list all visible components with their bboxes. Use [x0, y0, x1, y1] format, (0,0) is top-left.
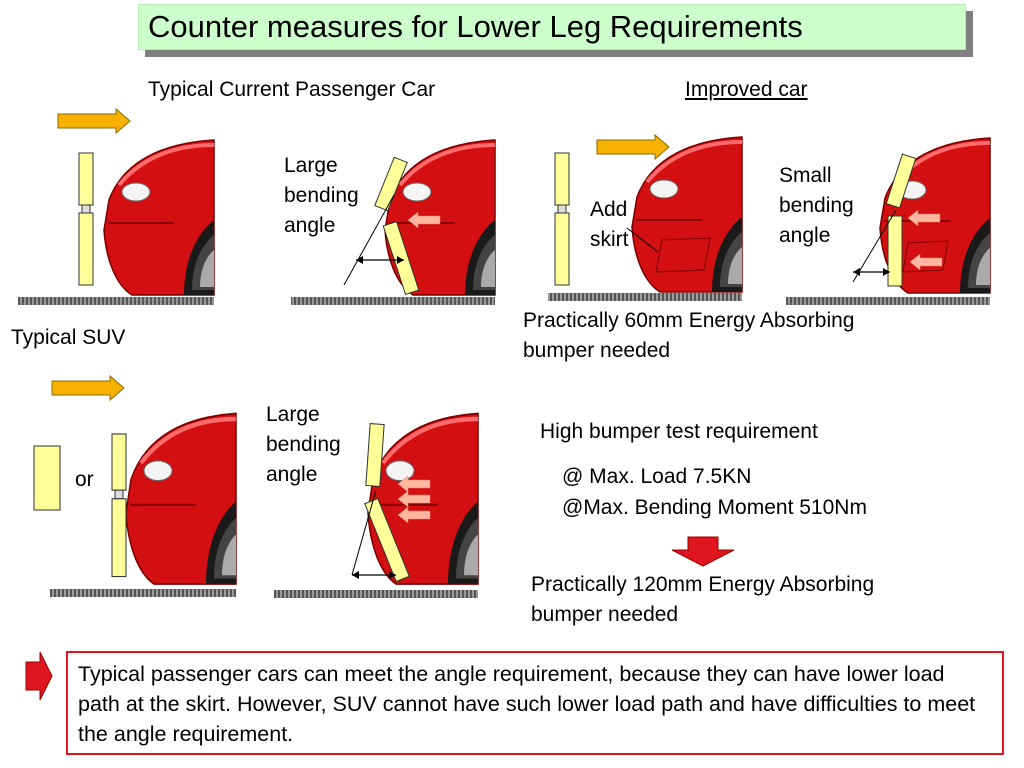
improved-car-heading: Improved car — [685, 78, 808, 101]
small-bending-label: Small bending angle — [779, 164, 854, 247]
add-skirt-label: Add skirt — [590, 198, 629, 251]
large-bending-label-2: Large bending angle — [266, 403, 341, 486]
typical-car-heading: Typical Current Passenger Car — [148, 78, 436, 101]
max-moment-label: @Max. Bending Moment 510Nm — [562, 496, 867, 519]
high-bumper-label: High bumper test requirement — [540, 420, 818, 443]
conclusion-note: Typical passenger cars can meet the angl… — [66, 651, 1004, 755]
max-load-label: @ Max. Load 7.5KN — [562, 465, 752, 488]
practically-120-label: Practically 120mm Energy Absorbing bumpe… — [531, 573, 875, 626]
page-title: Counter measures for Lower Leg Requireme… — [148, 9, 803, 44]
conclusion-note-text: Typical passenger cars can meet the angl… — [78, 662, 976, 746]
practically-60-label: Practically 60mm Energy Absorbing bumper… — [523, 309, 855, 362]
large-bending-label-1: Large bending angle — [284, 154, 359, 237]
or-label: or — [75, 468, 94, 491]
title-box — [138, 4, 966, 50]
typical-suv-heading: Typical SUV — [11, 326, 126, 349]
